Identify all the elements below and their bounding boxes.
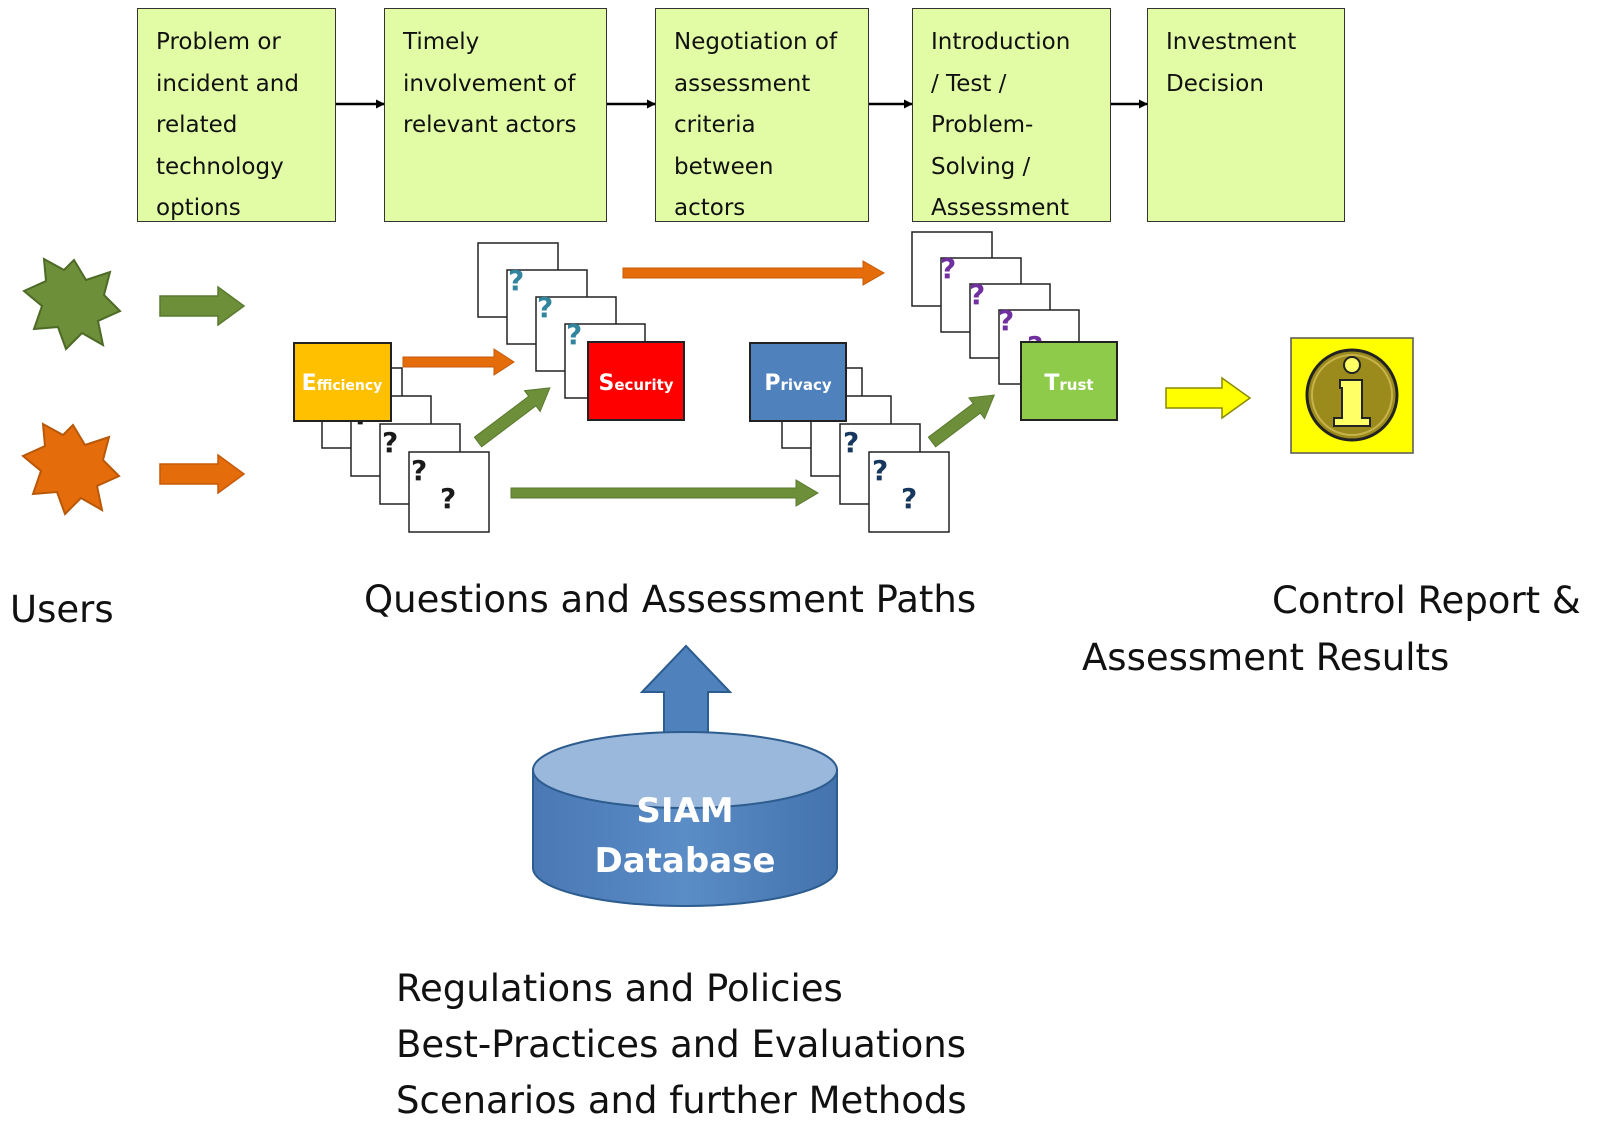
- stage-line: criteria: [674, 112, 756, 138]
- stage-line: relevant actors: [403, 112, 577, 138]
- results-label-line1: Control Report &: [1272, 579, 1581, 622]
- stage-line: involvement of: [403, 70, 576, 97]
- question-mark: ?: [969, 278, 985, 311]
- stage-line: assessment: [674, 70, 811, 97]
- question-mark: ?: [508, 264, 524, 297]
- stage-line: between: [674, 153, 774, 180]
- trust-box: Trust: [1020, 341, 1118, 421]
- user-star-icon: [21, 422, 121, 516]
- user-star-icon: [22, 257, 122, 351]
- security-initial: S: [598, 371, 614, 396]
- question-mark: ?: [940, 252, 956, 285]
- stage-box-introduction: Introduction / Test / Problem- Solving /…: [912, 8, 1111, 222]
- path-arrow-orange: [622, 260, 886, 286]
- user-arrow-orange: [159, 453, 246, 495]
- stage-box-involvement: Timely involvement of relevant actors: [384, 8, 607, 222]
- stage-line: related: [156, 112, 238, 138]
- security-rest: ecurity: [614, 376, 673, 394]
- stage-line: Introduction: [931, 29, 1071, 55]
- trust-initial: T: [1044, 371, 1059, 396]
- privacy-box: Privacy: [749, 342, 847, 422]
- stage-line: options: [156, 195, 241, 221]
- question-stack-trust: [911, 231, 1080, 385]
- source-item: Best-Practices and Evaluations: [396, 1023, 966, 1066]
- database-sources: Regulations and Policies Best-Practices …: [396, 961, 967, 1129]
- question-mark: ?: [440, 482, 456, 515]
- stage-line: technology: [156, 153, 284, 180]
- trust-rest: rust: [1059, 376, 1093, 394]
- database-label-line2: Database: [595, 841, 776, 881]
- stage-box-problem: Problem or incident and related technolo…: [137, 8, 336, 222]
- question-mark: ?: [843, 426, 859, 459]
- question-mark: ?: [411, 454, 427, 487]
- stage-line: / Test /: [931, 70, 1007, 97]
- privacy-rest: rivacy: [781, 376, 832, 394]
- path-arrow-green: [473, 387, 551, 448]
- security-box: Security: [587, 341, 685, 421]
- privacy-initial: P: [764, 371, 780, 396]
- efficiency-box: Efficiency: [293, 342, 392, 422]
- stage-line: actors: [674, 195, 746, 221]
- efficiency-initial: E: [302, 371, 317, 396]
- results-label-line2: Assessment Results: [1082, 636, 1450, 679]
- stage-box-investment: Investment Decision: [1147, 8, 1345, 222]
- stage-line: Solving /: [931, 153, 1031, 180]
- stage-line: Problem or: [156, 29, 281, 55]
- user-arrow-green: [159, 285, 246, 327]
- svg-text:Efficiency: Efficiency: [302, 371, 383, 396]
- question-mark: ?: [998, 304, 1014, 337]
- users-label: Users: [10, 588, 114, 631]
- svg-text:Privacy: Privacy: [764, 371, 831, 396]
- question-mark: ?: [566, 318, 582, 351]
- up-arrow-icon: [639, 644, 733, 739]
- source-item: Scenarios and further Methods: [396, 1079, 967, 1122]
- path-arrow-green: [510, 479, 819, 507]
- svg-text:Security: Security: [598, 371, 673, 396]
- question-mark: ?: [872, 454, 888, 487]
- stage-line: Investment: [1166, 29, 1297, 55]
- source-item: Regulations and Policies: [396, 967, 843, 1010]
- question-mark: ?: [901, 482, 917, 515]
- questions-paths-label: Questions and Assessment Paths: [364, 578, 977, 621]
- path-arrow-orange: [402, 348, 515, 376]
- stage-box-negotiation: Negotiation of assessment criteria betwe…: [655, 8, 869, 222]
- result-arrow-yellow: [1165, 376, 1252, 420]
- info-icon: [1290, 337, 1414, 454]
- stage-line: incident and: [156, 70, 299, 97]
- database-icon: SIAM Database: [532, 731, 838, 907]
- stage-line: Timely: [403, 29, 480, 55]
- stage-line: Problem-: [931, 112, 1034, 138]
- svg-text:Trust: Trust: [1044, 371, 1093, 396]
- question-mark: ?: [382, 426, 398, 459]
- stage-line: Negotiation of: [674, 29, 838, 55]
- database-label-line1: SIAM: [636, 791, 733, 831]
- efficiency-rest: fficiency: [317, 378, 383, 394]
- question-mark: ?: [537, 291, 553, 324]
- stage-line: Assessment: [931, 195, 1069, 221]
- stage-line: Decision: [1166, 70, 1264, 97]
- path-arrow-green: [927, 394, 996, 448]
